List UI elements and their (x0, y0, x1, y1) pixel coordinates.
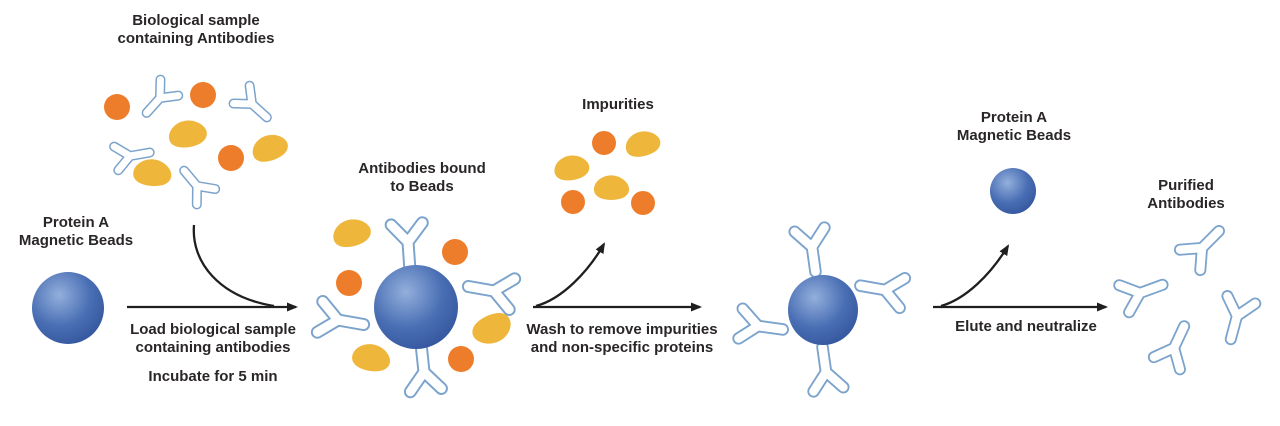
antibody-icon (1217, 296, 1255, 343)
biological-sample-cluster (104, 80, 291, 205)
label-elute-step: Elute and neutralize (955, 318, 1097, 335)
impurities-cluster (553, 128, 663, 215)
label-protein-a-beads-right: Protein A Magnetic Beads (956, 109, 1072, 145)
label-biological-sample: Biological sample containing Antibodies (117, 12, 275, 48)
antibody-icon (466, 271, 515, 309)
bound-bead-cluster (317, 216, 515, 391)
impurity-yellow-icon (330, 216, 373, 250)
antibody-icon (1154, 320, 1197, 369)
antibody-icon (234, 86, 275, 127)
antibody-icon (795, 228, 831, 274)
antibody-icon (1180, 221, 1229, 270)
washed-bead-cluster (739, 228, 905, 392)
antibody-icon (1119, 271, 1167, 312)
magnetic-bead-sphere (990, 168, 1036, 214)
antibody-icon (808, 345, 844, 391)
magnetic-bead-sphere (32, 272, 104, 344)
antibody-icon (406, 345, 442, 392)
label-incubate: Incubate for 5 min (148, 368, 278, 385)
impurity-orange-icon (218, 145, 244, 171)
antibody-icon (138, 80, 179, 121)
label-impurities: Impurities (582, 96, 654, 113)
label-purified: Purified Antibodies (1147, 177, 1225, 213)
purified-antibodies-cluster (1119, 221, 1255, 369)
impurity-orange-icon (561, 190, 585, 214)
label-load-step: Load biological sample containing antibo… (130, 321, 296, 357)
antibody-icon (858, 271, 905, 308)
label-antibodies-bound: Antibodies bound to Beads (358, 160, 486, 196)
label-wash-step: Wash to remove impurities and non-specif… (526, 321, 718, 357)
impurity-yellow-icon (349, 339, 394, 376)
impurity-yellow-icon (131, 156, 174, 190)
impurity-orange-icon (190, 82, 216, 108)
impurity-orange-icon (592, 131, 616, 155)
impurity-orange-icon (104, 94, 130, 120)
impurity-yellow-icon (623, 128, 663, 160)
impurity-yellow-icon (593, 173, 631, 202)
label-protein-a-beads-left: Protein A Magnetic Beads (18, 214, 134, 250)
impurity-yellow-icon (553, 154, 591, 182)
impurity-orange-icon (442, 239, 468, 265)
antibody-icon (175, 163, 215, 204)
magnetic-bead-sphere (788, 275, 858, 345)
curve-sample-in (192, 224, 275, 308)
impurity-orange-icon (336, 270, 362, 296)
impurity-yellow-icon (167, 118, 208, 149)
curve-impurities-out (535, 242, 605, 308)
magnetic-bead-sphere (374, 265, 458, 349)
impurity-orange-icon (448, 346, 474, 372)
antibody-icon (739, 309, 785, 345)
curve-beads-out (940, 244, 1010, 308)
impurity-orange-icon (631, 191, 655, 215)
impurity-yellow-icon (249, 130, 291, 165)
antibody-icon (391, 223, 425, 269)
antibody-icon (317, 301, 366, 339)
